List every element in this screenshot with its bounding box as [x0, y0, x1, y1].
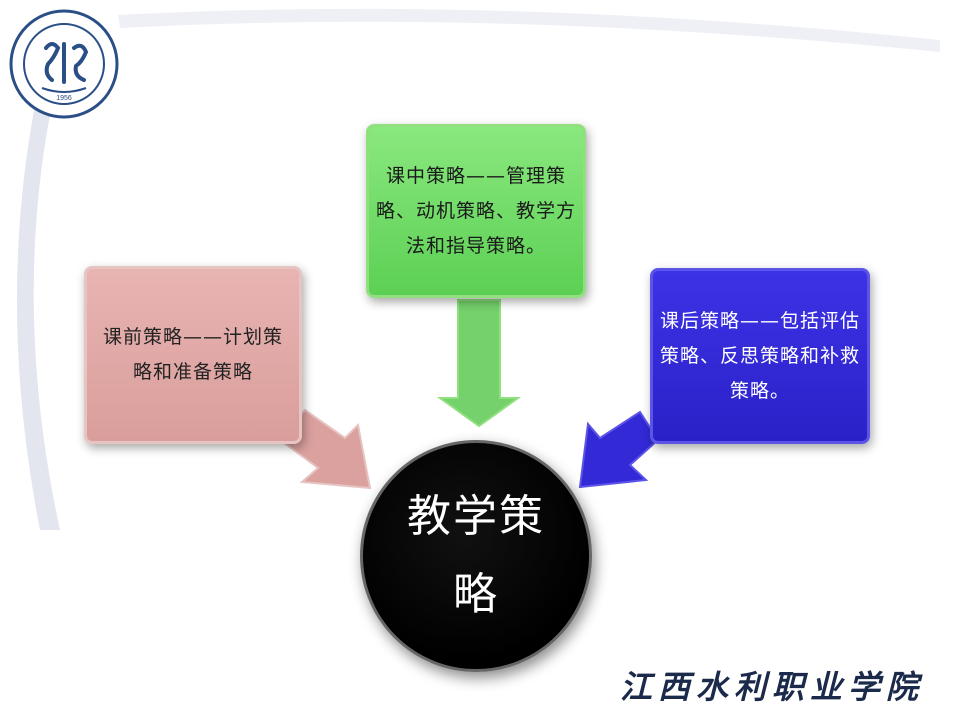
- pre-class-strategy-box: 课前策略——计划策略和准备策略: [84, 266, 302, 444]
- post-class-strategy-text: 课后策略——包括评估策略、反思策略和补救策略。: [659, 309, 860, 402]
- arrow-right-to-center: [578, 410, 660, 489]
- institute-name-footer: 江西水利职业学院: [619, 668, 924, 706]
- logo-year: 1956: [56, 95, 72, 102]
- in-class-strategy-box: 课中策略——管理策略、动机策略、教学方法和指导策略。: [366, 124, 586, 298]
- pre-class-strategy-text: 课前策略——计划策略和准备策略: [102, 326, 283, 383]
- institute-logo: 1956: [9, 9, 119, 119]
- center-node-label: 教学策略: [407, 491, 545, 620]
- arrow-left-to-center: [278, 408, 372, 490]
- teaching-strategy-center-node: 教学策略: [360, 440, 592, 672]
- in-class-strategy-text: 课中策略——管理策略、动机策略、教学方法和指导策略。: [375, 164, 576, 257]
- arrow-middle-to-center: [436, 299, 522, 428]
- post-class-strategy-box: 课后策略——包括评估策略、反思策略和补救策略。: [650, 268, 870, 444]
